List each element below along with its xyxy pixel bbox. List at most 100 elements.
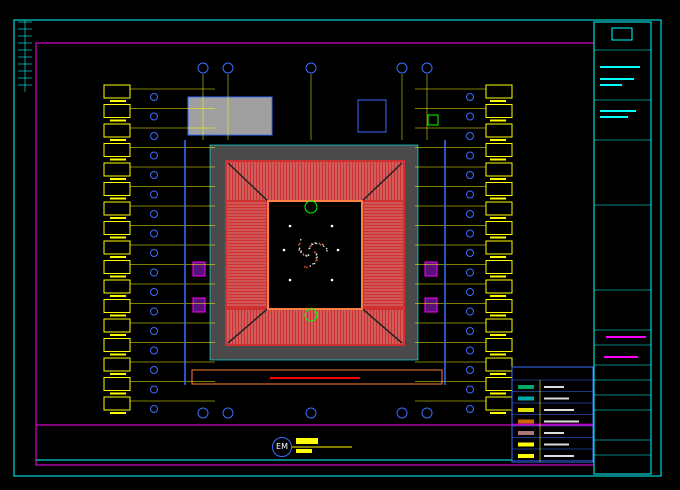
hatch-lines [227,162,403,344]
tag-bubble [150,307,158,316]
title-text [600,66,640,68]
chandelier-dot [298,244,300,246]
tag-bubble [466,327,474,335]
downlight [288,224,292,228]
tag-bubble [466,151,474,160]
tag-text [110,217,126,219]
tag-text [490,197,506,200]
chandelier-dot [309,265,312,267]
chandelier-dot [314,242,317,244]
chandelier-dot [318,242,321,245]
tag-box [485,357,513,372]
tag-bubble [150,171,158,179]
chandelier-symbol [282,224,340,282]
tag-text [110,197,126,200]
tag-box [485,318,513,333]
tag-bubble [466,93,474,101]
legend-symbol [518,396,534,401]
central-void [267,200,363,310]
tag-box [103,201,131,216]
grid-bubble [421,62,433,74]
chandelier-dot [298,247,301,250]
chandelier-dot [302,253,305,255]
tag-box [103,260,131,274]
tag-box [103,123,131,138]
tag-text [490,314,506,317]
tag-box [103,84,131,99]
grid-bubble [197,407,209,419]
tag-text [490,295,506,297]
tag-box [485,104,513,118]
chandelier-dot [299,238,302,241]
tag-bubble [466,405,474,413]
legend-symbol [518,419,534,424]
tag-bubble [466,210,474,218]
chandelier-dot [326,249,328,252]
tag-box [485,84,513,99]
tag-text [490,217,506,219]
tag-bubble [150,405,158,413]
legend-table [511,366,594,463]
tag-text [110,139,126,141]
chandelier-dot [313,262,316,265]
tag-bubble [150,93,158,101]
tag-bubble [150,268,158,277]
tag-text [110,412,126,414]
grid-bubbles [197,62,433,419]
tag-bubble [150,249,158,257]
tag-text [110,373,126,375]
legend-text [544,432,564,434]
tag-bubble [466,190,474,199]
chandelier-dot [310,245,312,247]
title-text [604,356,638,358]
chandelier-dot [300,250,302,252]
chandelier-dot [300,251,302,254]
tag-text [110,392,126,395]
chandelier-dot [315,242,318,245]
tag-box [485,221,513,235]
legend-symbol [518,431,534,435]
title-text [600,110,636,112]
legend-text [544,420,579,423]
tag-bubble [150,366,158,374]
chandelier-dot [308,247,311,250]
tag-box [103,162,131,177]
downlight [282,248,286,252]
downlight [330,278,334,282]
grid-bubble [305,407,317,419]
tag-box [485,162,513,177]
tag-box [485,143,513,157]
tag-bubble [466,288,474,296]
chandelier-dot [315,253,318,256]
drawing-frames [13,19,662,477]
legend-text [544,443,569,446]
grid-bubble [305,62,317,74]
tag-bubble [466,112,474,121]
drawing-title-underline [292,438,352,453]
tag-text [490,256,506,258]
tag-text [490,236,506,239]
chandelier-dot [315,257,318,259]
chandelier-dot [322,245,325,247]
tag-bubble [466,385,474,394]
tag-text [490,392,506,395]
tag-bubble [150,151,158,160]
legend-symbol [518,385,534,389]
tag-text [110,178,126,180]
ceiling-plan [187,96,443,385]
tag-box [485,279,513,294]
tag-bubble [150,132,158,140]
tag-text [110,236,126,239]
chandelier-dot [314,251,316,254]
tag-text [490,100,506,102]
tag-bubble [466,249,474,257]
tag-text [110,100,126,102]
tag-text [110,353,126,356]
tag-bubble [466,132,474,140]
tag-box [103,318,131,333]
downlight [330,224,334,228]
title-block-rows [594,27,651,456]
tag-text [490,412,506,414]
tag-box [485,260,513,274]
